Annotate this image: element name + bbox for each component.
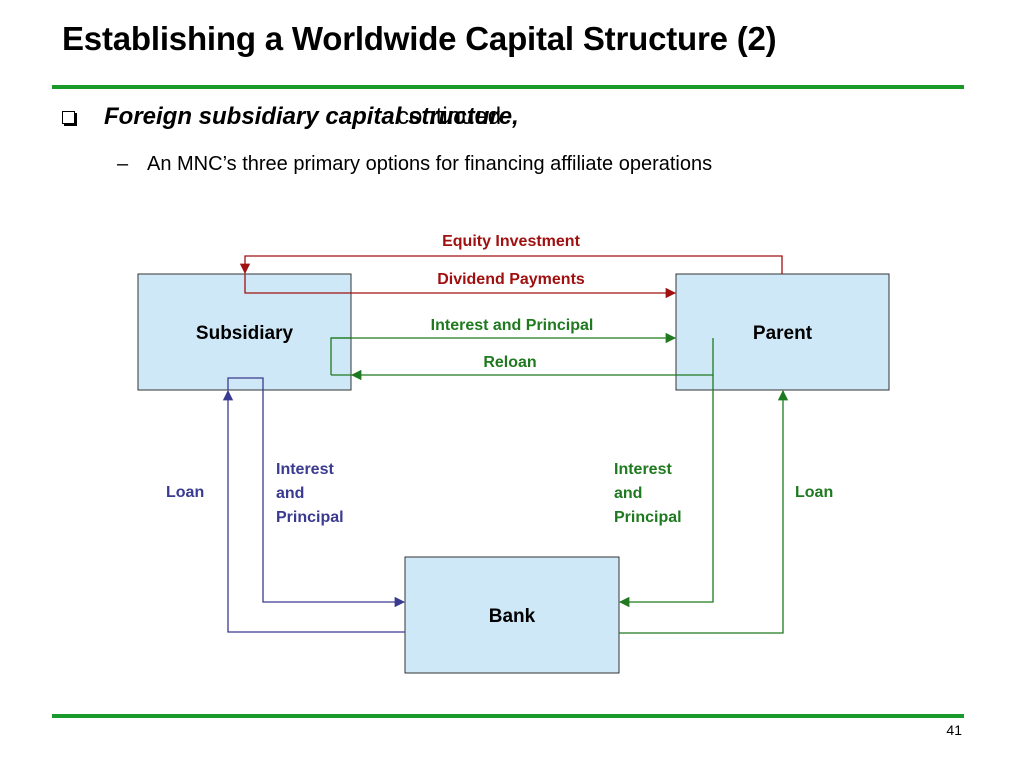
equity-investment-arrow	[239, 255, 783, 275]
loan-left-label: Loan	[166, 484, 204, 501]
parent-node: Parent	[675, 273, 890, 391]
dividend-payments-arrow	[244, 274, 677, 299]
parent-label: Parent	[753, 323, 813, 344]
subsidiary-label: Subsidiary	[196, 323, 294, 344]
bank-loan-to-parent-arrow	[619, 389, 789, 634]
bank-node: Bank	[404, 556, 620, 674]
bank-loan-to-subsidiary-arrow	[222, 389, 405, 633]
bank-label: Bank	[489, 606, 536, 627]
sub-bullet-text: An MNC’s three primary options for finan…	[147, 153, 713, 175]
loan-right-label: Loan	[795, 484, 833, 501]
left-interest-line-3: Principal	[276, 509, 344, 526]
left-interest-line-1: Interest	[276, 461, 334, 478]
bullet-emphasis: Foreign subsidiary capital structure,	[104, 103, 519, 130]
left-interest-line-2: and	[276, 485, 304, 502]
bullet-continued: continued	[397, 103, 502, 130]
right-interest-line-1: Interest	[614, 461, 672, 478]
bottom-divider	[52, 714, 964, 718]
interest-principal-label: Interest and Principal	[431, 317, 594, 334]
right-interest-line-2: and	[614, 485, 642, 502]
dividend-payments-label: Dividend Payments	[437, 271, 585, 288]
dash-bullet: –	[117, 153, 129, 175]
top-divider	[52, 85, 964, 89]
parent-interest-to-bank-arrow	[618, 375, 714, 608]
square-bullet-icon	[62, 111, 75, 124]
slide-title: Establishing a Worldwide Capital Structu…	[62, 20, 777, 57]
reloan-label: Reloan	[483, 354, 536, 371]
equity-investment-label: Equity Investment	[442, 233, 580, 250]
right-interest-line-3: Principal	[614, 509, 682, 526]
subsidiary-interest-to-bank-arrow	[227, 377, 406, 608]
page-number: 41	[946, 722, 962, 738]
